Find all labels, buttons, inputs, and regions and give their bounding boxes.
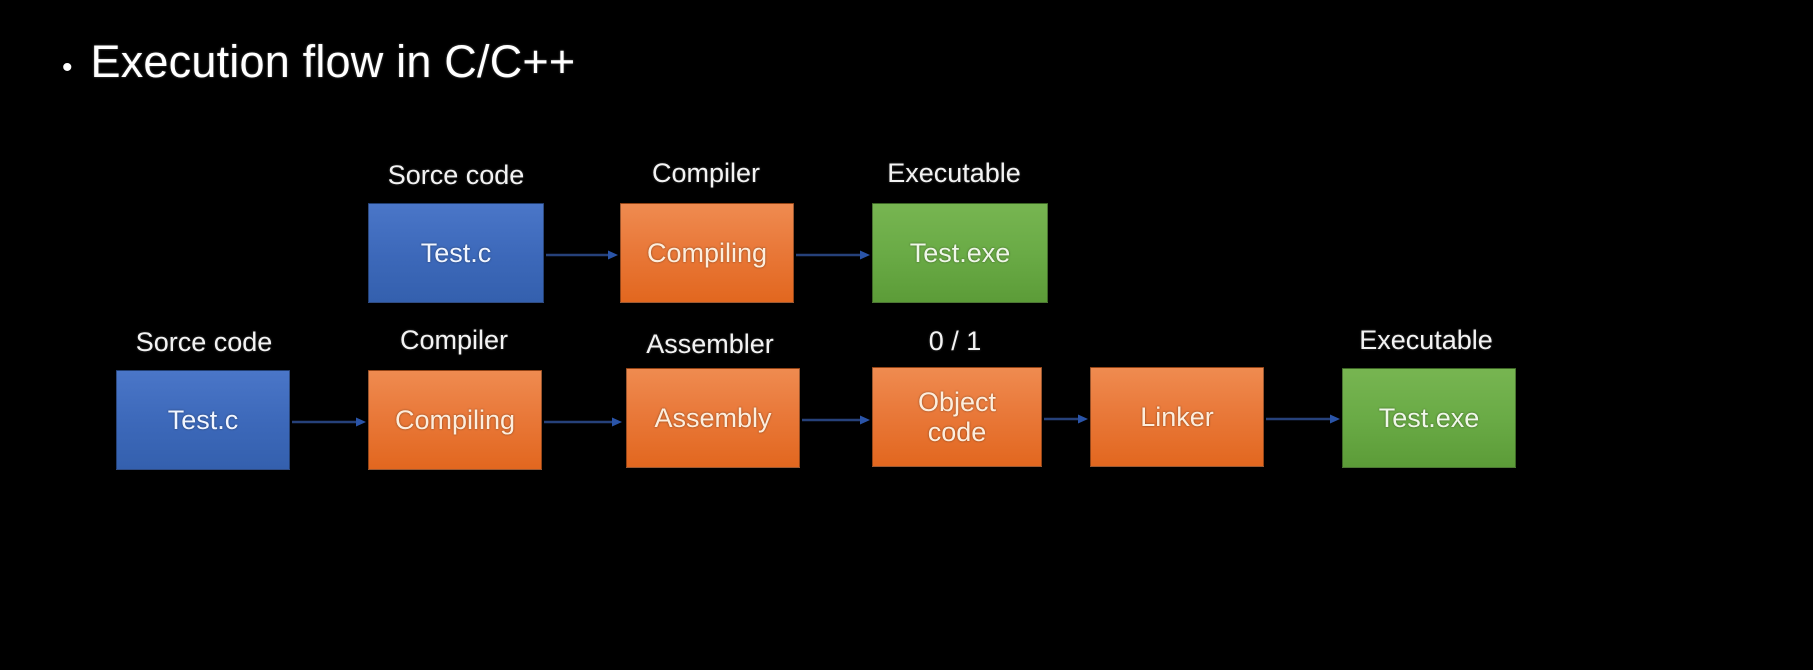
flow2-arrow-4 [1044,414,1088,424]
flow2-node-object-code[interactable]: Object code [872,367,1042,467]
flow2-arrow-1 [292,417,366,427]
flow1-arrow-1 [546,250,618,260]
flow1-label-executable: Executable [887,158,1021,188]
flow2-node-compiling[interactable]: Compiling [368,370,542,470]
flow1-node-test-exe[interactable]: Test.exe [872,203,1048,303]
flow2-arrow-5 [1266,414,1340,424]
flow2-label-compiler: Compiler [399,325,509,355]
flow2-node-test-exe[interactable]: Test.exe [1342,368,1516,468]
bullet-icon: • [62,51,73,84]
flow2-label-executable: Executable [1359,325,1493,355]
flow2-label-source: Sorce code [135,327,273,357]
flow1-arrow-2 [796,250,870,260]
page-title-text: Execution flow in C/C++ [90,36,576,87]
page-title: • Execution flow in C/C++ [62,36,575,88]
flow2-arrow-3 [802,415,870,425]
flow1-node-test-c[interactable]: Test.c [368,203,544,303]
flow2-label-assembler: Assembler [646,329,774,359]
flow2-node-assembly[interactable]: Assembly [626,368,800,468]
flow2-node-test-c[interactable]: Test.c [116,370,290,470]
flow2-node-linker[interactable]: Linker [1090,367,1264,467]
flow2-label-binary: 0 / 1 [928,326,982,356]
flow1-node-compiling[interactable]: Compiling [620,203,794,303]
flow1-label-compiler: Compiler [651,158,761,188]
flow1-label-source: Sorce code [387,160,525,190]
flow2-arrow-2 [544,417,622,427]
